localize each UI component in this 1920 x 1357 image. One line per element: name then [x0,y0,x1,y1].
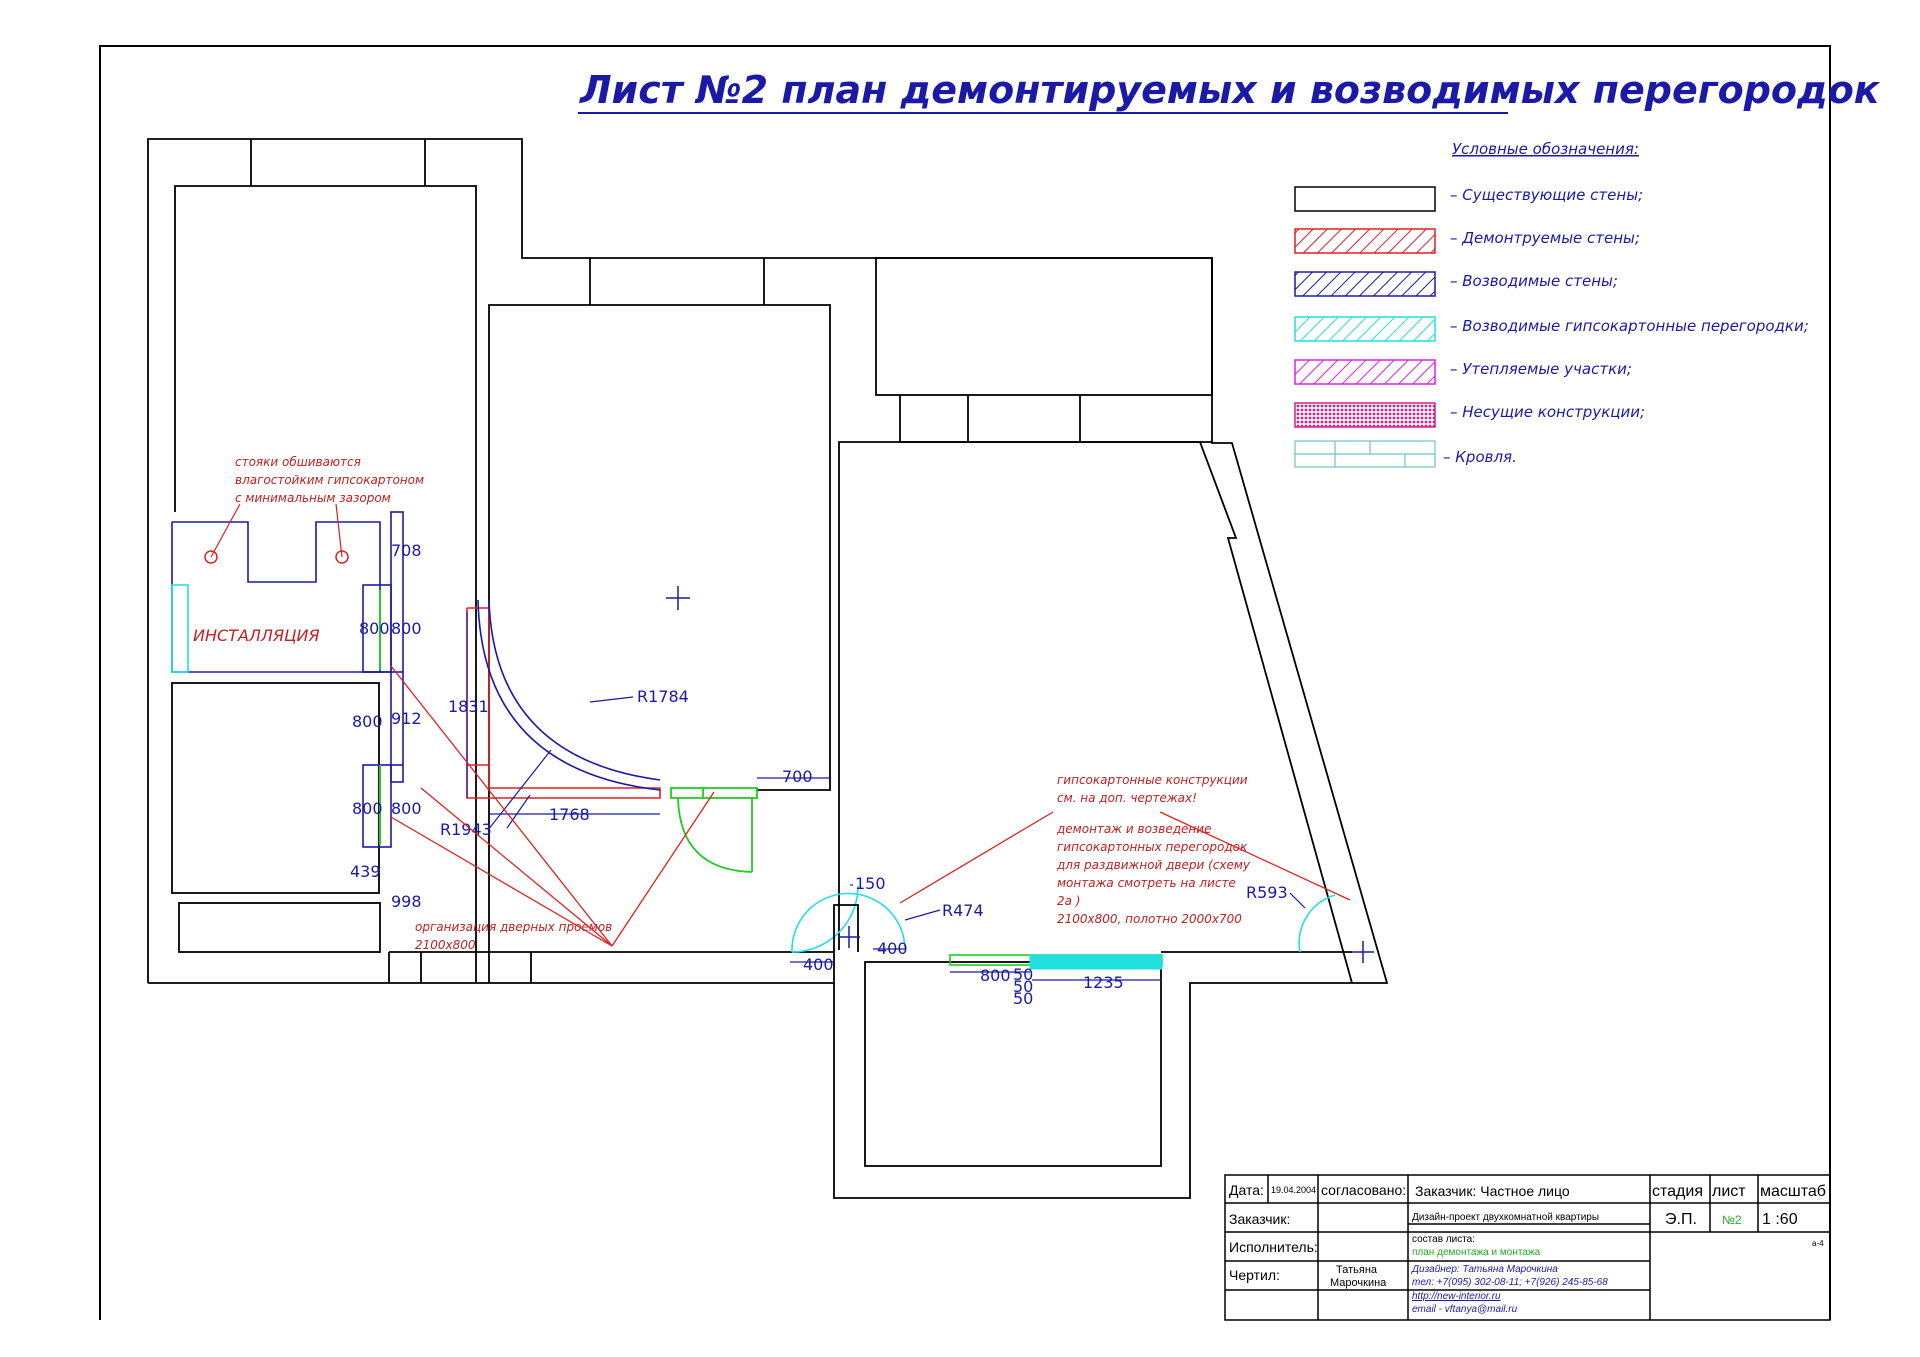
tb-scale-value: 1 :60 [1762,1211,1798,1228]
tb-sheet-value: №2 [1722,1213,1742,1227]
dim-800-b: 800 [391,619,422,638]
tb-scale-head: масштаб [1760,1183,1826,1200]
note-sliding-5: 2а ) [1057,894,1080,908]
note-sliding-3: для раздвижной двери (схему [1056,858,1251,872]
tb-sheet-head: лист [1712,1183,1746,1200]
dim-800-c: 800 [352,712,383,731]
dim-800-e: 800 [391,799,422,818]
tb-agreed: согласовано: [1321,1182,1406,1198]
tb-client-head: Заказчик: Частное лицо [1415,1183,1570,1199]
note-drywall-1: гипсокартонные конструкции [1057,773,1248,787]
dim-50-b: 50 [1013,977,1033,996]
dim-700: 700 [782,767,813,786]
legend-swatch-insulated [1294,359,1436,385]
note-risers-1: стояки обшиваются [235,455,361,469]
sheet-frame [99,45,1831,1320]
legend-swatch-erected [1294,271,1436,297]
tb-composition-label: состав листа: [1412,1234,1475,1245]
note-risers-2: влагостойким гипсокартоном [235,473,424,487]
dim-50-a: 50 [1013,965,1033,984]
legend-label-bearing: – Несущие конструкции; [1450,403,1645,421]
installation-zone [171,511,404,848]
demolished-walls [466,607,661,799]
tb-email[interactable]: email - vftanya@mail.ru [1412,1304,1518,1315]
tb-site[interactable]: http://new-interior.ru [1412,1291,1501,1302]
door-opening [670,787,758,873]
dim-800-f: 800 [980,966,1011,985]
note-sliding-1: демонтаж и возведение [1056,822,1211,836]
dimensions: 708 800 800 912 800 800 800 439 998 1831… [350,541,1288,1008]
note-doorways-1: организация дверных проемов [415,920,612,934]
tb-date-label: Дата: [1229,1182,1264,1198]
dim-1831: 1831 [448,697,489,716]
tb-designer: Дизайнер: Татьяна Марочкина [1411,1264,1558,1275]
title-block: Дата: 19.04.2004 согласовано: Заказчик: … [1224,1174,1831,1321]
existing-walls [147,138,1389,1199]
dim-r593: R593 [1246,883,1288,902]
legend-heading: Условные обозначения: [1452,140,1639,158]
note-leaders [390,665,1351,947]
note-risers-3: с минимальным зазором [235,491,391,505]
dim-912: 912 [391,709,422,728]
dim-800-a: 800 [359,619,390,638]
legend-swatch-drywall [1294,316,1436,342]
sliding-door-zone [949,954,1163,970]
tb-format: а-4 [1812,1239,1824,1248]
dim-1235: 1235 [1083,973,1124,992]
tb-customer-label: Заказчик: [1229,1211,1290,1227]
tb-date-value: 19.04.2004 [1271,1185,1316,1195]
dimension-lines [466,612,1306,981]
notes: стояки обшиваются влагостойким гипсокарт… [193,455,1251,952]
riser-2 [335,550,349,564]
note-installation: ИНСТАЛЛЯЦИЯ [193,626,320,645]
tb-drawn-label: Чертил: [1229,1267,1280,1283]
note-doorways-2: 2100х800 [415,938,476,952]
legend-label-drywall: – Возводимые гипсокартонные перегородки; [1450,317,1809,335]
tb-project: Дизайн-проект двухкомнатной квартиры [1412,1212,1599,1223]
note-sliding-4: монтажа смотреть на листе [1057,876,1236,890]
note-drywall-2: см. на доп. чертежах! [1057,791,1197,805]
dim-998: 998 [391,892,422,911]
page-title: Лист №2 план демонтируемых и возводимых … [579,68,1881,112]
dim-800-d: 800 [352,799,383,818]
dim-439: 439 [350,862,381,881]
dim-r474: R474 [942,901,984,920]
legend-label-demolished: – Демонтруемые стены; [1450,229,1640,247]
note-sliding-2: гипсокартонных перегородок [1057,840,1248,854]
legend-label-erected: – Возводимые стены; [1450,272,1618,290]
tb-stage-value: Э.П. [1665,1211,1697,1228]
tb-stage-head: стадия [1652,1183,1703,1200]
legend-swatch-demolished [1294,228,1436,254]
legend-label-existing: – Существующие стены; [1450,186,1643,204]
legend-label-roof: – Кровля. [1443,448,1517,466]
dim-400-a: 400 [803,955,834,974]
legend-swatch-roof [1294,440,1436,468]
dim-150: 150 [855,874,886,893]
note-sliding-6: 2100х800, полотно 2000х700 [1057,912,1242,926]
tb-drawn-name-1: Татьяна [1336,1264,1378,1276]
center-marks [666,586,1374,963]
legend: Условные обозначения: – Существующие сте… [1294,140,1809,468]
dim-708: 708 [391,541,422,560]
legend-label-insulated: – Утепляемые участки; [1450,360,1632,378]
curved-partition [477,599,661,791]
door-swings [791,885,1336,953]
tb-executor-label: Исполнитель: [1229,1239,1318,1255]
dim-50-c: 50 [1013,989,1033,1008]
legend-swatch-bearing [1294,402,1436,428]
installation-drywall [171,584,189,673]
dim-r1943: R1943 [440,820,492,839]
riser-1 [204,550,218,564]
legend-swatch-existing [1294,186,1436,212]
dim-r1784: R1784 [637,687,689,706]
tb-drawn-name-2: Марочкина [1330,1277,1387,1289]
tb-phones: тел: +7(095) 302-08-11; +7(926) 245-85-6… [1412,1277,1608,1288]
tb-composition-value: план демонтажа и монтажа [1412,1247,1541,1258]
